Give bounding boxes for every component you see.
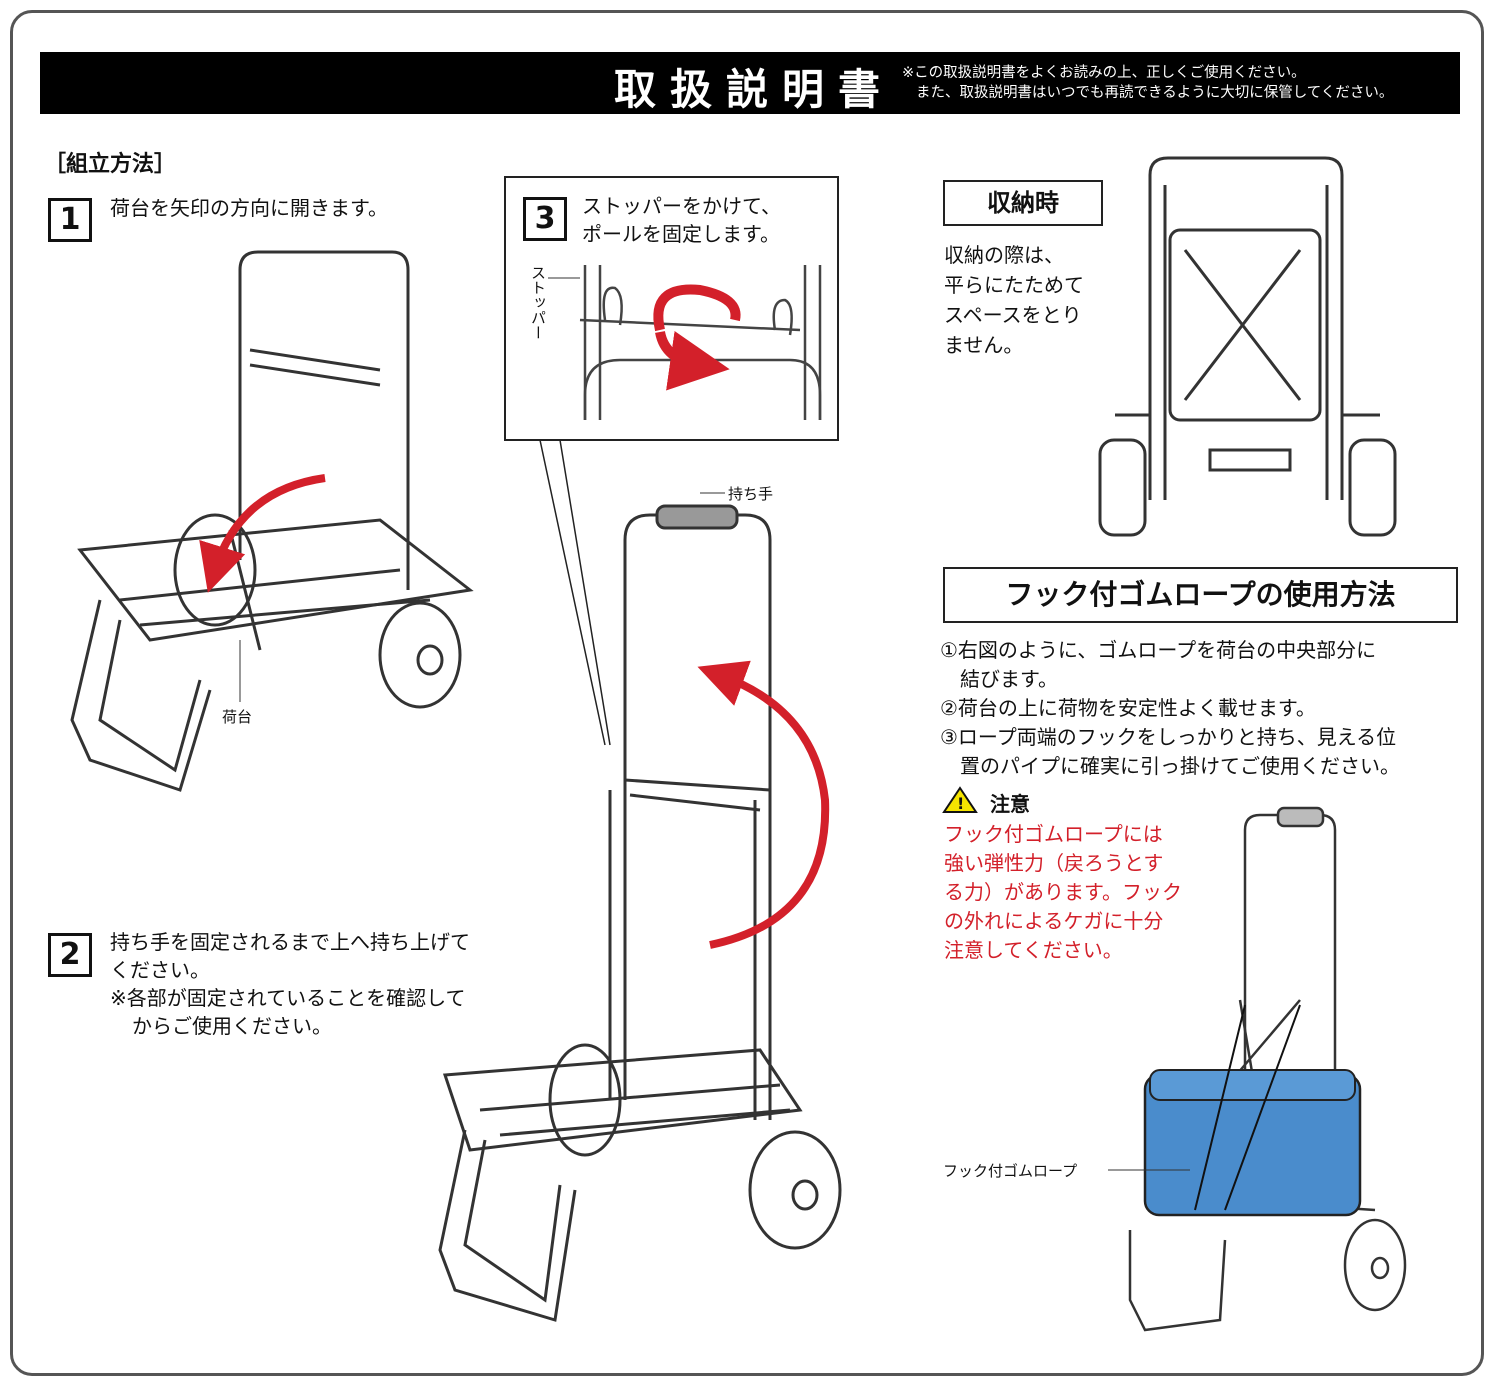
arrow-rotate-stopper bbox=[653, 284, 741, 332]
caution-line: 強い弾性力（戻ろうとす bbox=[944, 851, 1164, 875]
page-border bbox=[10, 10, 1484, 1376]
caution-line: 注意してください。 bbox=[944, 938, 1123, 962]
label-handle: 持ち手 bbox=[728, 485, 774, 503]
manual-title: 取扱説明書 bbox=[614, 65, 895, 114]
step-3-badge: 3 bbox=[523, 197, 567, 241]
step-2-line: ください。 bbox=[110, 958, 210, 982]
label-deck: 荷台 bbox=[222, 708, 253, 726]
step-3-line: ストッパーをかけて、 bbox=[582, 194, 781, 218]
storage-line: 収納の際は、 bbox=[944, 243, 1064, 267]
storage-line: ません。 bbox=[944, 333, 1024, 357]
step-2-badge: 2 bbox=[48, 933, 92, 977]
rope-line: ②荷台の上に荷物を安定性よく載せます。 bbox=[940, 696, 1316, 720]
step-1-text: 荷台を矢印の方向に開きます。 bbox=[110, 196, 388, 220]
rope-heading: フック付ゴムロープの使用方法 bbox=[943, 567, 1458, 623]
rope-line: 置のパイプに確実に引っ掛けてご使用ください。 bbox=[940, 754, 1400, 778]
step-2-text: 持ち手を固定されるまで上へ持ち上げて ください。 ※各部が固定されていることを確… bbox=[110, 928, 470, 1040]
rope-line: ①右図のように、ゴムロープを荷台の中央部分に bbox=[940, 638, 1377, 662]
arrow-open-deck bbox=[199, 474, 326, 593]
storage-heading: 収納時 bbox=[943, 180, 1103, 226]
cart-step2-illustration bbox=[438, 504, 842, 1322]
step-1-badge: 1 bbox=[48, 198, 92, 242]
header-note: ※この取扱説明書をよくお読みの上、正しくご使用ください。 また、取扱説明書はいつ… bbox=[902, 63, 1393, 103]
header-note-line: また、取扱説明書はいつでも再読できるように大切に保管してください。 bbox=[916, 85, 1394, 101]
label-stopper: ストッパー bbox=[529, 265, 547, 340]
step-3-line: ポールを固定します。 bbox=[582, 222, 780, 246]
step-2-line: からご使用ください。 bbox=[132, 1014, 332, 1038]
warning-icon: ! bbox=[942, 786, 978, 813]
label-rope: フック付ゴムロープ bbox=[943, 1162, 1078, 1180]
storage-text: 収納の際は、 平らにたためて スペースをとり ません。 bbox=[944, 240, 1084, 360]
caution-line: フック付ゴムロープには bbox=[944, 822, 1163, 846]
rope-line: ③ロープ両端のフックをしっかりと持ち、見える位 bbox=[940, 725, 1397, 749]
rope-instructions: ①右図のように、ゴムロープを荷台の中央部分に 結びます。 ②荷台の上に荷物を安定… bbox=[940, 636, 1400, 781]
svg-text:!: ! bbox=[957, 794, 964, 813]
cart-folded-illustration bbox=[1098, 156, 1397, 537]
caution-title: 注意 bbox=[990, 792, 1030, 816]
arrow-lift-handle bbox=[697, 660, 830, 949]
header-note-line: ※この取扱説明書をよくお読みの上、正しくご使用ください。 bbox=[902, 65, 1306, 81]
cart-step1-illustration bbox=[70, 250, 474, 792]
storage-line: 平らにたためて bbox=[944, 273, 1084, 297]
storage-line: スペースをとり bbox=[944, 303, 1082, 327]
rope-line: 結びます。 bbox=[940, 667, 1058, 691]
caution-text: フック付ゴムロープには 強い弾性力（戻ろうとす る力）があります。フック の外れ… bbox=[944, 820, 1182, 965]
assembly-heading: ［組立方法］ bbox=[44, 152, 177, 177]
caution-line: の外れによるケガに十分 bbox=[944, 909, 1164, 933]
caution-line: る力）があります。フック bbox=[944, 880, 1182, 904]
step-3-text: ストッパーをかけて、 ポールを固定します。 bbox=[582, 192, 781, 248]
stopper-detail-illustration bbox=[579, 265, 822, 420]
step-2-line: 持ち手を固定されるまで上へ持ち上げて bbox=[110, 930, 470, 954]
step-2-line: ※各部が固定されていることを確認して bbox=[110, 986, 466, 1010]
header-bar bbox=[40, 52, 1460, 114]
